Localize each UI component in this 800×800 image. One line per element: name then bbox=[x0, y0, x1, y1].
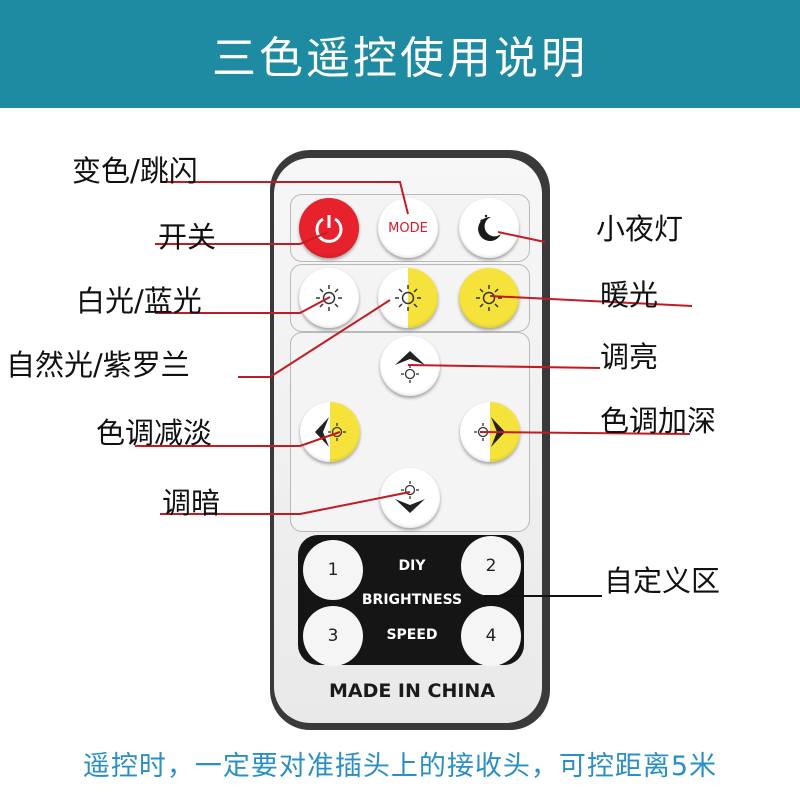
custom-button-2[interactable]: 2 bbox=[461, 536, 521, 596]
label-warm: 暖光 bbox=[600, 278, 659, 312]
color-lighter-button[interactable] bbox=[300, 402, 360, 462]
label-night-light: 小夜灯 bbox=[596, 212, 684, 246]
label-natural-violet: 自然光/紫罗兰 bbox=[6, 348, 190, 382]
custom-button-1[interactable]: 1 bbox=[303, 540, 363, 600]
mode-button[interactable]: MODE bbox=[378, 198, 438, 258]
label-white-blue: 白光/蓝光 bbox=[76, 284, 202, 318]
speed-label: SPEED bbox=[386, 627, 438, 643]
custom-button-3[interactable]: 3 bbox=[303, 606, 363, 666]
natural-violet-button[interactable] bbox=[378, 268, 438, 328]
label-color-flash: 变色/跳闪 bbox=[72, 154, 198, 188]
power-icon bbox=[315, 215, 343, 243]
header-bar: 三色遥控使用说明 bbox=[0, 0, 800, 108]
power-button[interactable] bbox=[299, 198, 359, 258]
down-icon bbox=[395, 481, 425, 513]
dim-button[interactable] bbox=[380, 468, 440, 528]
warm-light-button[interactable] bbox=[459, 268, 519, 328]
label-color-deeper: 色调加深 bbox=[600, 404, 717, 438]
moon-icon bbox=[478, 214, 501, 241]
label-color-lighter: 色调减淡 bbox=[96, 416, 213, 450]
made-in-label: MADE IN CHINA bbox=[328, 680, 496, 702]
footer-note: 遥控时，一定要对准插头上的接收头，可控距离5米 bbox=[82, 751, 718, 782]
label-power: 开关 bbox=[158, 220, 217, 254]
left-icon bbox=[315, 417, 346, 447]
sun-icon bbox=[395, 285, 421, 311]
label-dim: 调暗 bbox=[162, 486, 221, 520]
page-title: 三色遥控使用说明 bbox=[212, 33, 588, 84]
brightness-label: BRIGHTNESS bbox=[361, 592, 463, 608]
label-brighten: 调亮 bbox=[600, 340, 659, 374]
sun-icon bbox=[476, 285, 502, 311]
sun-icon bbox=[316, 285, 342, 311]
custom-button-4[interactable]: 4 bbox=[461, 606, 521, 666]
mode-icon: MODE bbox=[388, 220, 428, 236]
label-custom-zone: 自定义区 bbox=[604, 564, 721, 598]
night-light-button[interactable] bbox=[459, 198, 519, 258]
diy-label: DIY bbox=[398, 558, 426, 574]
